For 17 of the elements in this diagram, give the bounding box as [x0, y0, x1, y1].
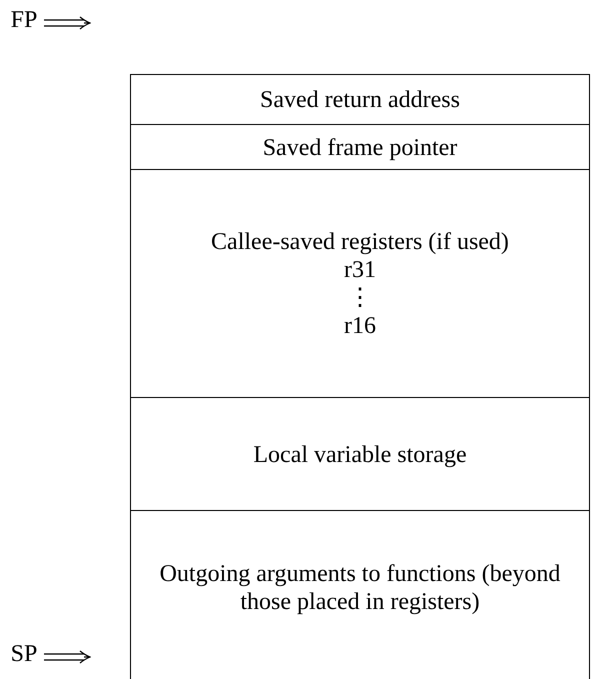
double-arrow: [43, 650, 91, 664]
stack-slot: [130, 510, 590, 679]
stack-slot: [130, 397, 590, 511]
slot-text: r31: [344, 256, 376, 284]
slot-text: Callee-saved registers (if used): [211, 228, 509, 256]
slot-text: Saved frame pointer: [262, 134, 458, 162]
slot-text: ⋮: [348, 284, 372, 312]
slot-text: Local variable storage: [253, 440, 467, 468]
stack-slot: [130, 74, 590, 125]
double-arrow: [43, 16, 91, 30]
stack-slot: [130, 124, 590, 170]
slot-text: Outgoing arguments to functions (beyond those placed in registers): [158, 560, 562, 616]
pointer-label: SP: [6, 640, 42, 670]
slot-text: r16: [344, 312, 376, 340]
stack-slot: [130, 169, 590, 398]
pointer-label: FP: [6, 6, 42, 36]
slot-text: Saved return address: [260, 86, 460, 114]
